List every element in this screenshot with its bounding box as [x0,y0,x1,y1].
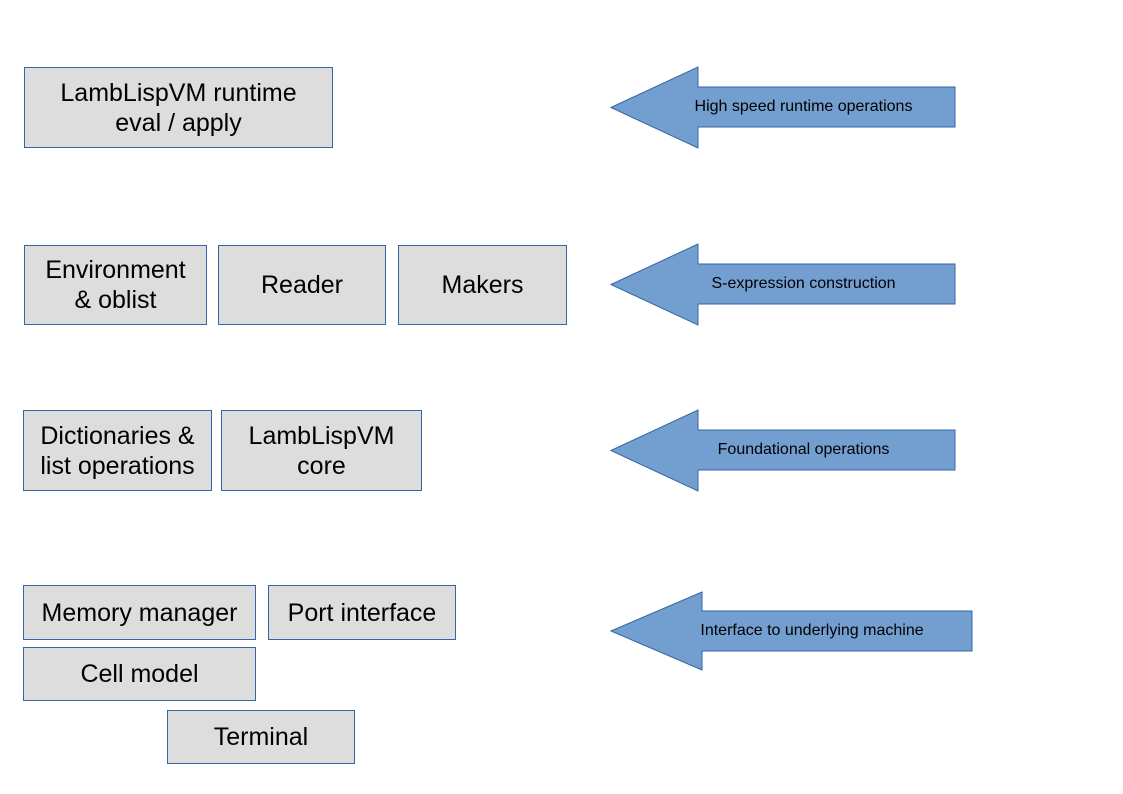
box-environment-oblist: Environment & oblist [24,245,207,325]
box-dictionaries-list-operations: Dictionaries & list operations [23,410,212,491]
arrow-foundational-operations: Foundational operations [609,409,956,492]
box-cell-model: Cell model [23,647,256,701]
arrow-high-speed-runtime: High speed runtime operations [609,66,956,149]
box-lamblispvm-runtime: LambLispVM runtime eval / apply [24,67,333,148]
left-arrow-icon [609,66,956,149]
box-makers: Makers [398,245,567,325]
left-arrow-icon [609,409,956,492]
arrow-s-expression-construction: S-expression construction [609,243,956,326]
left-arrow-icon [609,591,973,671]
arrow-label-s-expression: S-expression construction [711,275,896,292]
arrow-label-high-speed-runtime: High speed runtime operations [694,98,913,115]
box-reader: Reader [218,245,386,325]
box-terminal: Terminal [167,710,355,764]
box-port-interface: Port interface [268,585,456,640]
box-lamblispvm-core: LambLispVM core [221,410,422,491]
left-arrow-icon [609,243,956,326]
arrow-label-interface-machine: Interface to underlying machine [700,622,924,639]
arrow-label-foundational: Foundational operations [717,441,890,458]
arrow-interface-underlying-machine: Interface to underlying machine [609,591,973,671]
box-memory-manager: Memory manager [23,585,256,640]
